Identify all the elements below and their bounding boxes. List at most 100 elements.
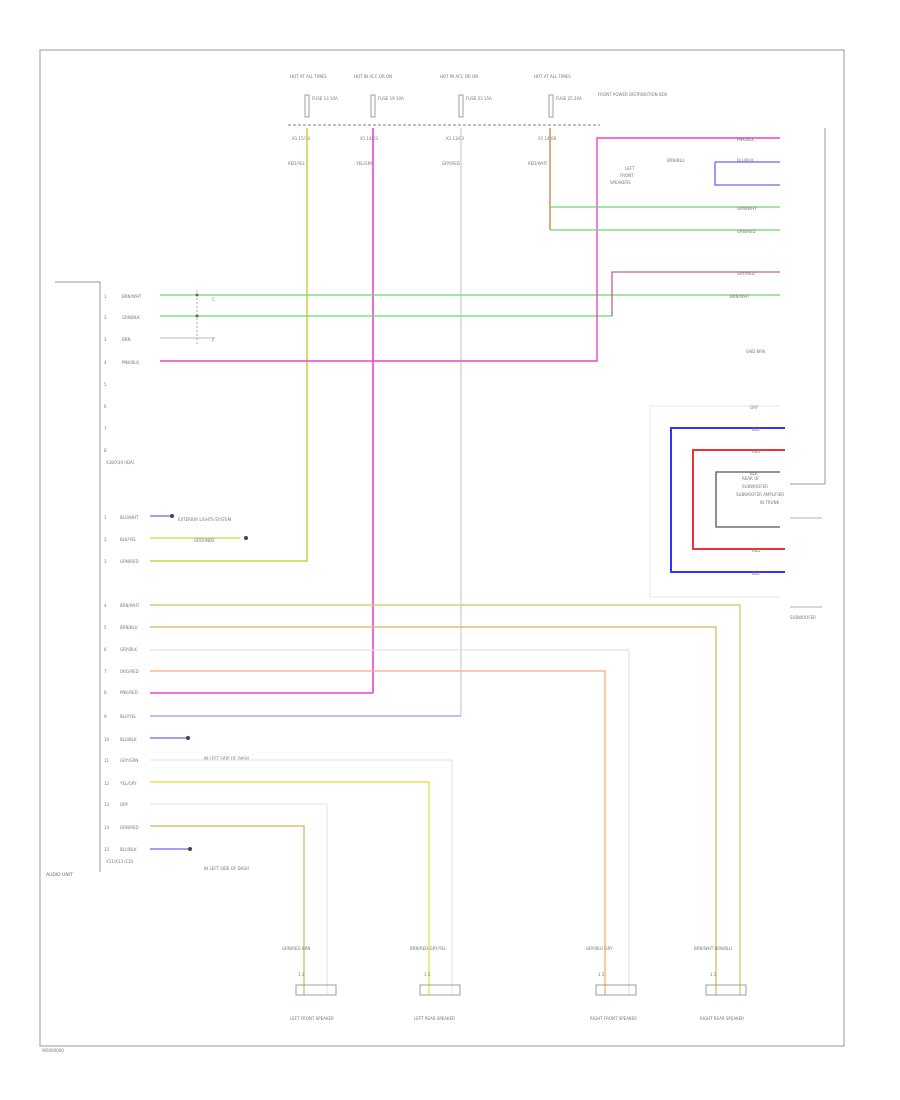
fuse-box-label: FRONT POWER DISTRIBUTION BOX [598,92,668,97]
speaker-right-rear: BRN/WHT BRN/BLU 1 2 RIGHT REAR SPEAKER [694,946,747,1021]
speaker-right-front: GRY/BLU GRY 1 2 RIGHT FRONT SPEAKER [586,946,637,1021]
external-ref: IN LEFT SIDE OF DASH [204,756,249,761]
speaker-wires: GRY/BLU GRY [586,946,613,951]
wire-label: BLU [752,427,760,432]
wire-label: GRY/RED [442,161,460,166]
wire-label: PNK/BLK [737,137,754,142]
connector-a-pin: 3 BRN [104,337,131,342]
pin-wire: GRY [120,802,129,807]
wire-label: GRN/RED [737,229,756,234]
bus-connector: X1 13/03 [446,136,465,141]
subwoofer-note: SUBWOOFER [742,484,768,489]
pin-number: 1 [104,515,107,520]
pin-wire: PNK/RED [120,690,138,695]
fuse-4: HOT AT ALL TIMES FUSE 25 20A [534,74,582,118]
callout: FRONT [620,173,634,178]
fuse-symbol [548,94,554,118]
wire-yellow [150,781,430,995]
fuse-rating: FUSE 13 10A [312,96,338,101]
ref-arrow-icon [186,736,190,740]
pin-wire: BRN [122,337,131,342]
diagram-border [39,49,845,1047]
wire-label: RED [752,548,760,553]
speaker-icon [705,984,747,996]
pin-wire: GRN/RED [120,559,139,564]
pin-wire: GRY/BLK [120,647,137,652]
pin-wire: GRN/BLK [122,315,140,320]
connector-a-pin: 4 PNK/BLK [104,360,139,365]
fuse-symbol [304,94,310,118]
wire-label: BLU [752,571,760,576]
pin-wire: PNK/BLK [122,360,139,365]
node-label: C [212,297,215,302]
splice-dot [195,314,199,318]
pin-number: 6 [104,404,107,409]
pin-number: 9 [104,714,107,719]
fuse-feed-wires [306,128,551,716]
speaker-wires: BRN/RED GRY/YEL [410,946,447,951]
wire-label: RED/YEL [288,161,306,166]
amplifier-section: PNK/BLK BRN/BLU BLU/BLK LEFT FRONT SPEAK… [550,128,826,620]
wire-orange [150,670,606,995]
wire-black [715,471,780,528]
bus-connector: X1 14/08 [538,136,557,141]
pin-wire: BLU/BLK [120,847,137,852]
connector-b-label: X11/X13 (CD) [106,859,134,864]
pin-number: 10 [104,737,110,742]
wire-light-grey [150,759,453,995]
subwoofer-label: SUBWOOFER [790,615,816,620]
subwoofer-note: REAR OF [742,476,760,481]
speaker-name: LEFT FRONT SPEAKER [290,1016,334,1021]
wire-label: BRN/BLU [667,158,685,163]
pin-wire: GRY/GRN [120,758,138,763]
splice-dot [195,293,199,297]
pin-number: 4 [104,360,107,365]
bus-connector: X1 14/03 [360,136,379,141]
pin-number: 7 [104,426,107,431]
fuse-symbol [458,94,464,118]
speaker-pins: 1 2 [424,972,431,977]
wire-light-grey [150,803,328,995]
wire-light-grey [150,649,630,995]
speaker-pins: 1 2 [598,972,605,977]
callout: SPEAKERS [610,180,631,185]
fuse-2: HOT IN ACC OR ON FUSE 19 10A [354,74,404,118]
wire-label: RED/WHT [528,161,548,166]
speaker-wires: BRN/WHT BRN/BLU [694,946,732,951]
connector-a-wires: C F [160,137,780,362]
subwoofer-note: SUBWOOFER AMPLIFIER [736,492,784,497]
wire-tan [150,626,717,995]
pin-wire: YEL/GRY [119,781,137,786]
connector-a-label: X38/X39 (IDA) [106,460,135,465]
wire-brown [611,271,780,316]
pin-number: 8 [104,448,107,453]
pin-wire: BLU/BLK [120,737,137,742]
fuse-title: HOT AT ALL TIMES [290,74,327,79]
audio-unit-label: AUDIO UNIT [46,872,73,878]
speaker-name: RIGHT FRONT SPEAKER [590,1016,637,1021]
fuse-rating: FUSE 23 15A [466,96,492,101]
pin-number: 15 [104,847,110,852]
pin-number: 5 [104,625,107,630]
wire-blue [714,162,780,186]
fuse-1: HOT AT ALL TIMES FUSE 13 10A [290,74,338,118]
wire-label: BRN/WHT [730,294,750,299]
connector-b-wires: EXTERIOR LIGHTS SYSTEM GROUNDS IN LEFT S… [150,514,741,995]
speaker-icon [419,984,461,996]
fuse-rating: FUSE 19 10A [378,96,404,101]
fuse-title: HOT IN ACC OR ON [440,74,478,79]
pin-number: 7 [104,669,107,674]
connector-a-pin: 2 GRN/BLK [104,315,140,320]
audio-unit: AUDIO UNIT X38/X39 (IDA) X11/X13 (CD) 1 … [46,281,142,878]
pin-number: 1 [104,294,107,299]
audio-unit-outline [55,281,101,872]
callout: LEFT [625,166,635,171]
wire-label: YEL/GRN [355,161,373,166]
pin-wire: BRN/BLU [120,625,138,630]
amp-ground-label: GND BRN [746,349,765,354]
wire-tan [150,604,741,995]
speaker-icon [295,984,337,996]
pin-number: 4 [104,603,107,608]
wire-label: GRY/RED [737,271,755,276]
